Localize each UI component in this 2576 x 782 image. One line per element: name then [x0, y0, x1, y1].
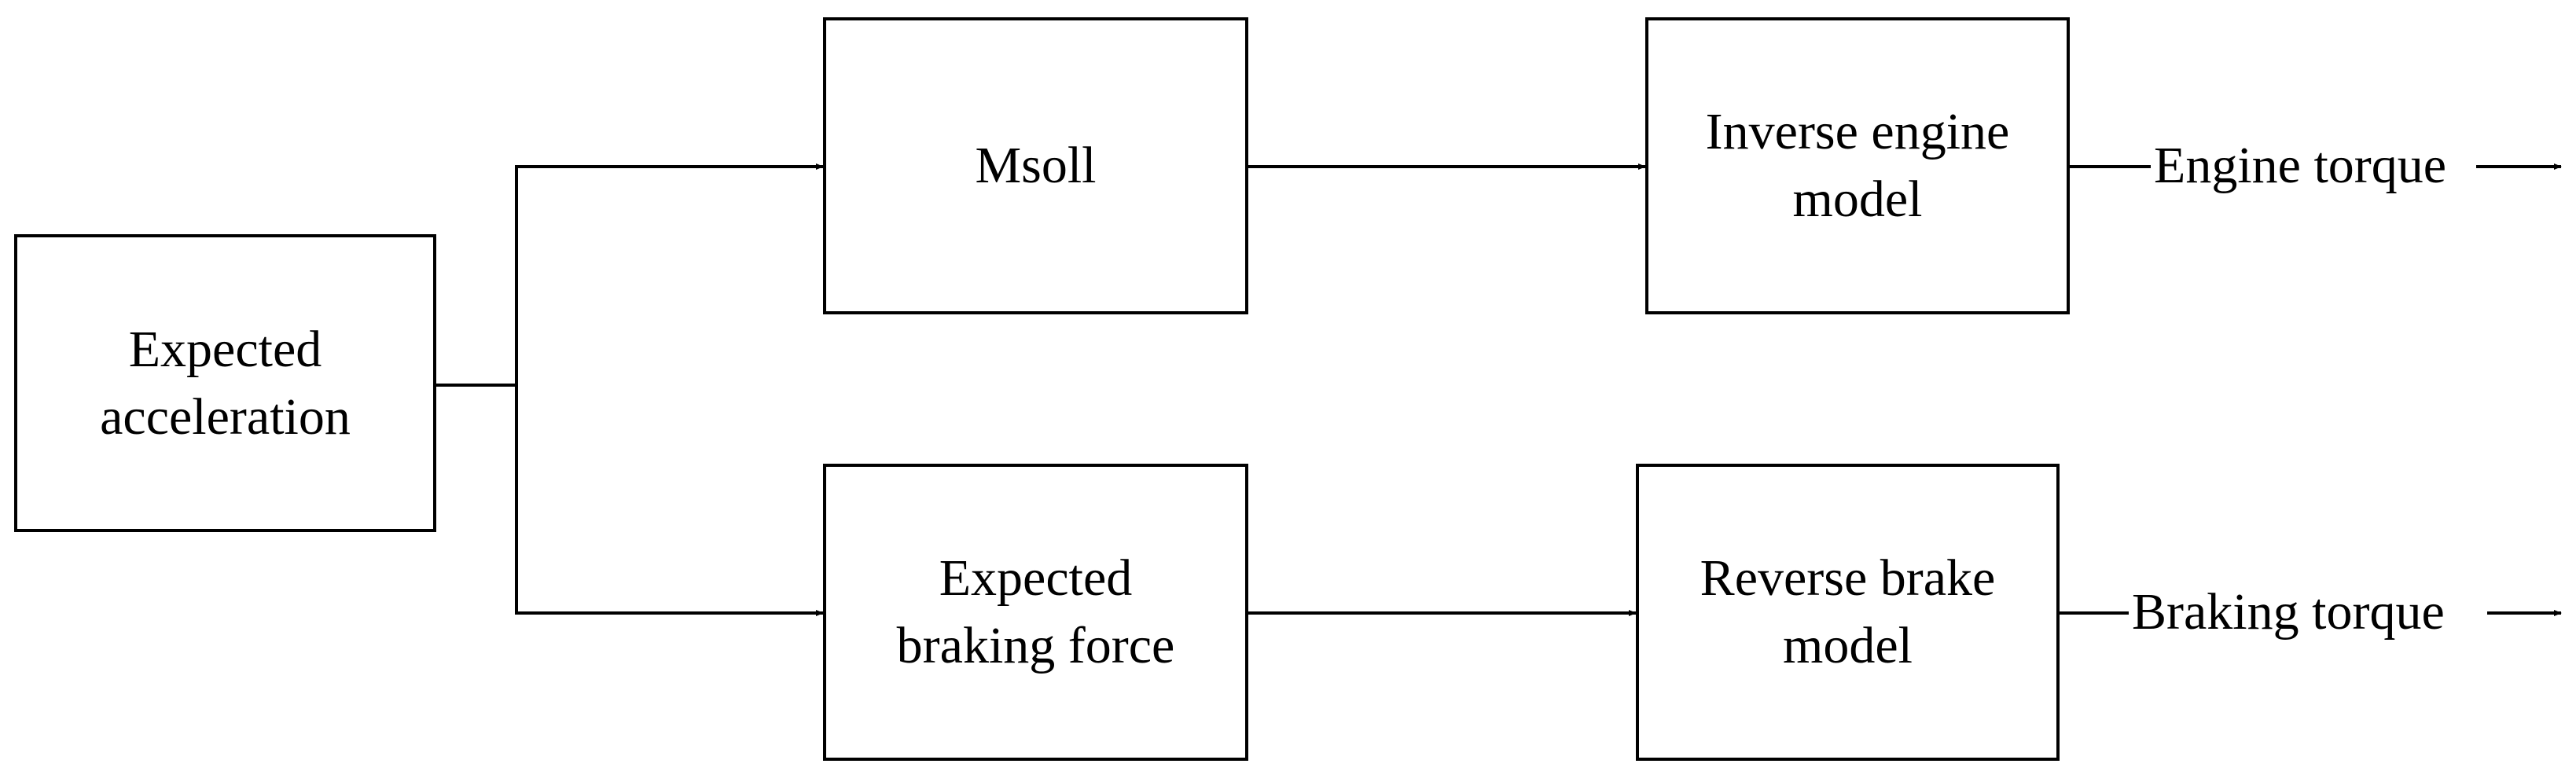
expected-acceleration-block: Expected acceleration	[14, 234, 436, 532]
msoll-block: Msoll	[823, 17, 1248, 314]
engine-torque-output-label: Engine torque	[2151, 140, 2450, 192]
inverse-engine-model-block: Inverse engine model	[1645, 17, 2070, 314]
expected-acceleration-label-line2: acceleration	[100, 387, 351, 446]
msoll-label: Msoll	[975, 137, 1097, 195]
expected-braking-force-label-line2: braking force	[896, 617, 1175, 674]
reverse-brake-model-label-line2: model	[1783, 617, 1913, 674]
braking-torque-output-label: Braking torque	[2129, 586, 2448, 638]
reverse-brake-model-block: Reverse brake model	[1636, 464, 2060, 761]
expected-acceleration-label-line1: Expected	[128, 320, 322, 378]
inverse-engine-model-label-line2: model	[1792, 171, 1923, 228]
inverse-engine-model-label-line1: Inverse engine	[1705, 103, 2010, 161]
expected-braking-force-label-line1: Expected	[939, 549, 1133, 608]
reverse-brake-model-label-line1: Reverse brake	[1700, 549, 1996, 608]
expected-braking-force-block: Expected braking force	[823, 464, 1248, 761]
